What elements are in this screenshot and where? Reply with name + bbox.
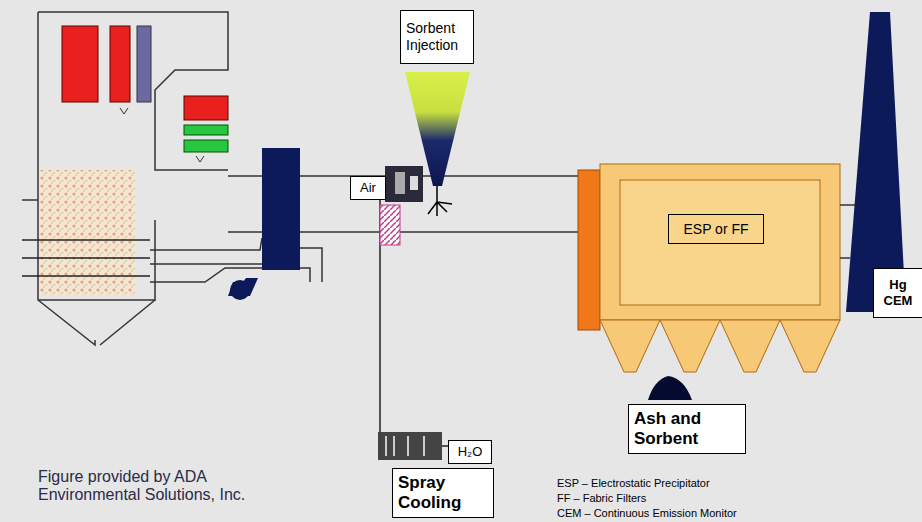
esp-housing <box>600 164 840 320</box>
node-text: ESP or FF <box>683 221 748 238</box>
economizer <box>184 140 228 152</box>
node-text: Air <box>360 180 376 196</box>
credit-note: Figure provided by ADA Environmental Sol… <box>38 468 268 505</box>
air-heater <box>262 148 300 270</box>
boiler <box>22 12 228 345</box>
water-pump <box>386 436 424 456</box>
label-box: Sorbent Injection <box>400 10 474 64</box>
stack <box>846 12 906 312</box>
esp-housing <box>620 180 820 305</box>
esp-hopper <box>600 320 840 372</box>
equipment-box: ESP or FF <box>668 214 764 244</box>
abbreviation-note: ESP – Electrostatic Precipitator <box>557 477 710 490</box>
flow-mark <box>120 108 204 162</box>
node-text: Hg CEM <box>879 277 917 308</box>
economizer <box>184 96 228 120</box>
abbreviation-note: FF – Fabric Filters <box>557 492 646 505</box>
boiler-tube-bank <box>137 26 151 102</box>
spray-nozzles <box>380 205 400 245</box>
node-text: Spray Cooling <box>398 473 488 514</box>
air-compressor <box>385 166 423 202</box>
label-box: H₂O <box>448 440 492 464</box>
air-compressor <box>410 176 418 190</box>
outlet-duct <box>840 204 855 206</box>
flue-duct <box>150 176 578 282</box>
label-box: Hg CEM <box>873 268 922 318</box>
node-text: H₂O <box>458 444 483 460</box>
air-compressor <box>395 172 405 194</box>
ash-pile <box>648 376 692 400</box>
label-box: Spray Cooling <box>392 468 494 518</box>
label-box: Air <box>350 176 386 200</box>
injection-nozzle <box>428 202 452 216</box>
boiler-tube-bank <box>110 26 130 102</box>
abbreviation-note: CEM – Continuous Emission Monitor <box>557 507 737 520</box>
label-box: Ash and Sorbent <box>628 404 746 454</box>
boiler-tube-bank <box>62 26 98 102</box>
esp-inlet <box>578 170 600 330</box>
lance <box>436 186 438 202</box>
outlet-duct <box>840 257 850 259</box>
sorbent-plume <box>405 72 470 186</box>
burner-lines <box>22 240 150 276</box>
water-pump <box>378 432 442 460</box>
economizer <box>184 125 228 135</box>
fan <box>230 280 250 300</box>
node-text: Ash and Sorbent <box>634 409 740 450</box>
node-text: Sorbent Injection <box>406 20 468 54</box>
